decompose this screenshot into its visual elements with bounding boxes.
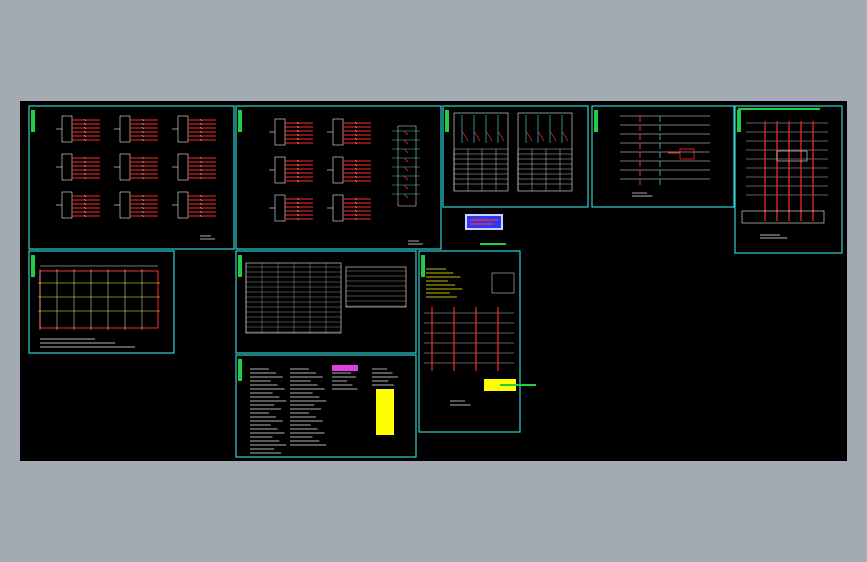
sheet-1 <box>28 105 235 250</box>
cad-drawing-canvas[interactable] <box>20 101 847 461</box>
sheet-3 <box>442 105 589 208</box>
sheet-4 <box>591 105 735 208</box>
sheet-5 <box>734 105 843 254</box>
sheet-2 <box>235 105 442 250</box>
cad-drawing-viewport[interactable] <box>20 101 847 461</box>
sheet-7 <box>235 250 417 354</box>
sheet-6 <box>28 250 175 354</box>
sheet-9 <box>418 214 536 433</box>
sheet-8 <box>235 354 417 458</box>
